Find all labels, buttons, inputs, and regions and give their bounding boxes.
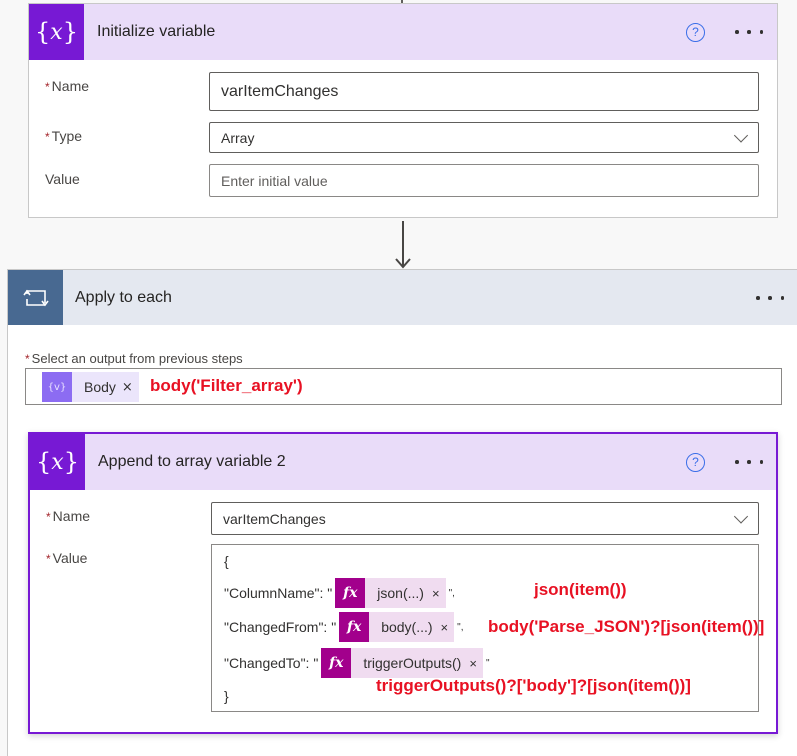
chevron-down-icon [733,127,749,143]
annotation: body('Parse_JSON')?[json(item())] [488,617,765,636]
value-label: Value [45,171,80,187]
annotation: triggerOutputs()?['body']?[json(item())] [376,676,691,695]
arrow-down-icon [395,221,411,269]
more-options-icon[interactable] [735,454,763,470]
json-close-brace: } [224,688,229,704]
json-open-brace: { [224,553,229,569]
fx-icon: fx [335,578,366,608]
fx-icon: fx [321,648,352,678]
json-line-columnname: "ColumnName": " fx json(...) × ", [224,578,455,608]
help-icon[interactable]: ? [686,23,705,42]
card-title: Apply to each [75,288,172,306]
card-title: Append to array variable 2 [98,453,286,470]
value-input[interactable]: Enter initial value [209,164,759,197]
card-header[interactable]: {x} Append to array variable 2 ? [30,434,776,490]
name-dropdown[interactable]: varItemChanges [211,502,759,535]
name-input[interactable]: varItemChanges [209,72,759,111]
select-output-label: *Select an output from previous steps [25,351,243,366]
json-line-changedfrom: "ChangedFrom": " fx body(...) × ", [224,612,463,642]
dynamic-content-icon: {v} [42,372,72,402]
variable-icon: {x} [29,4,84,60]
remove-token-icon[interactable]: × [431,585,440,601]
chevron-down-icon [733,508,749,524]
select-output-input[interactable]: {v} Body × body('Filter_array') [25,368,782,405]
connector-top [401,0,403,3]
fx-icon: fx [339,612,370,642]
more-options-icon[interactable] [756,290,784,306]
more-options-icon[interactable] [735,24,763,40]
remove-token-icon[interactable]: × [469,655,477,671]
annotation: body('Filter_array') [150,376,303,395]
remove-token-icon[interactable]: × [121,379,133,395]
value-editor[interactable]: { "ColumnName": " fx json(...) × ", json… [211,544,764,712]
annotation: json(item()) [534,580,627,599]
expression-token[interactable]: fx json(...) × [335,578,446,608]
name-label: *Name [45,78,90,94]
type-label: *Type [45,128,83,144]
append-to-array-card[interactable]: {x} Append to array variable 2 ? *Name v… [28,432,778,734]
initialize-variable-card[interactable]: {x} Initialize variable ? *Name varItemC… [28,3,778,218]
loop-icon [8,270,63,325]
json-line-changedto: "ChangedTo": " fx triggerOutputs() × " [224,648,490,678]
type-dropdown[interactable]: Array [209,122,759,153]
card-header[interactable]: Apply to each [8,270,797,325]
variable-icon: {x} [30,434,85,490]
body-token[interactable]: {v} Body × [42,372,139,402]
card-title: Initialize variable [97,23,216,40]
card-header[interactable]: {x} Initialize variable ? [29,4,777,60]
value-label: *Value [46,550,88,566]
help-icon[interactable]: ? [686,453,705,472]
expression-token[interactable]: fx triggerOutputs() × [321,648,483,678]
remove-token-icon[interactable]: × [440,619,449,635]
name-label: *Name [46,508,91,524]
expression-token[interactable]: fx body(...) × [339,612,455,642]
